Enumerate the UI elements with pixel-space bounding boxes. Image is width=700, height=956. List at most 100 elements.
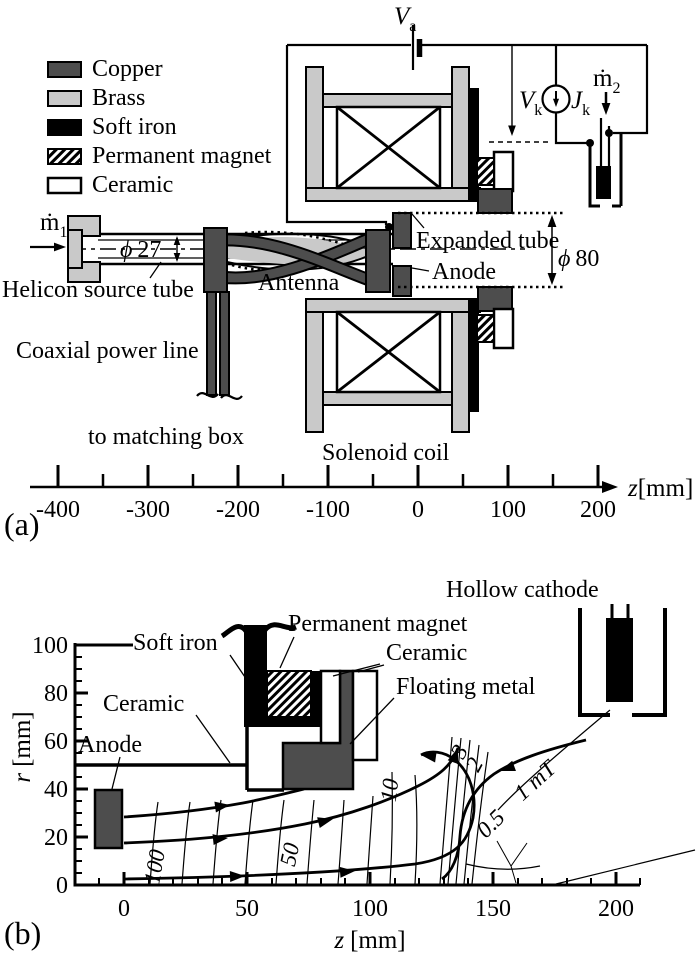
hollow-cathode-label: Hollow cathode [446, 577, 599, 603]
x-tick-label: 50 [235, 896, 259, 922]
panel-b-labels: Soft iron Permanent magnet Ceramic Float… [78, 611, 536, 790]
contour [337, 799, 345, 885]
legend-swatch-soft-iron [47, 119, 82, 136]
tube-leader [149, 261, 162, 279]
coax-conductor [219, 291, 230, 396]
anode-label: Anode [432, 259, 496, 285]
y-tick-label: 20 [44, 825, 68, 851]
tick-label: -300 [126, 497, 170, 523]
anode-plate-outline [75, 722, 284, 792]
permanent-magnet-label: Permanent magnet [288, 611, 468, 637]
axis-title: z[mm] [627, 475, 693, 502]
contour-label-50: 50 [275, 840, 304, 868]
copper-block [477, 188, 513, 214]
arrowhead [552, 98, 560, 107]
legend: Copper Brass Soft iron Permanent magnet … [46, 56, 272, 198]
copper-block [477, 286, 513, 312]
antenna-ring-right [365, 229, 391, 293]
contour [181, 801, 191, 885]
solenoid-top [305, 66, 515, 214]
field-arrowheads [212, 748, 516, 883]
soft-iron-break-flag [220, 622, 297, 639]
field-line-outer [123, 787, 305, 819]
arrowhead [339, 866, 355, 878]
contour [306, 799, 315, 885]
solenoid-bottom: Solenoid coil [305, 286, 515, 466]
minor-ticks [101, 474, 555, 487]
y-tick-label: 80 [44, 681, 68, 707]
panel-b-tag: (b) [4, 915, 41, 951]
tick-label: 100 [490, 497, 526, 523]
x-major-ticks [122, 872, 618, 885]
y-tick-label: 60 [44, 729, 68, 755]
x-tick-label: 150 [475, 896, 511, 922]
coaxial-power-line-label: Coaxial power line [16, 338, 199, 364]
yoke-bar [451, 66, 470, 201]
tick-label: 0 [412, 497, 424, 523]
ceramic-box-1 [319, 669, 342, 745]
cathode-enclosure [588, 132, 623, 208]
tick-label: -100 [306, 497, 350, 523]
arrowhead [317, 817, 333, 828]
end-cap-left [67, 229, 83, 269]
contour [471, 751, 489, 885]
x-axis-title: z[mm] [333, 927, 405, 954]
permanent-magnet-block [476, 314, 495, 343]
contour-label-10: 10 [376, 777, 404, 803]
to-matching-box-label: to matching box [88, 424, 244, 450]
panel-b: 100 50 10 3 2 1 mT 0.5 Hollow cathode So… [4, 577, 696, 954]
cathode-feed-lines [599, 118, 611, 166]
jk-label: Jk [571, 87, 590, 119]
arrowhead [173, 236, 181, 246]
tick-label: -400 [36, 497, 80, 523]
antenna-label: Antenna [258, 270, 340, 296]
panel-a: Copper Brass Soft iron Permanent magnet … [2, 3, 693, 542]
antenna-ring-left [203, 227, 228, 293]
legend-label-brass: Brass [92, 85, 145, 111]
yoke-plate [322, 93, 453, 108]
contour [414, 774, 418, 885]
arrowhead [500, 760, 516, 772]
solenoid-coil-label: Solenoid coil [322, 440, 450, 466]
anode-b-label: Anode [78, 732, 142, 758]
arrowhead [214, 801, 230, 813]
soft-iron-strip [468, 300, 479, 412]
tick-label: -200 [216, 497, 260, 523]
yoke-plate [305, 298, 481, 313]
legend-label-soft-iron: Soft iron [92, 114, 177, 140]
x-minor-ticks [98, 878, 641, 885]
y-tick-label: 0 [56, 873, 68, 899]
arrowhead [547, 272, 557, 285]
permanent-magnet-block [266, 670, 312, 718]
hollow-cathode-b: Hollow cathode [446, 577, 667, 717]
antenna: Antenna [203, 227, 391, 296]
arrowhead [54, 242, 66, 252]
soft-iron-base [244, 717, 321, 727]
contour-label-100: 100 [139, 847, 170, 886]
leader-lines [411, 213, 430, 272]
yoke-bar [305, 66, 324, 201]
x-tick-label: 200 [598, 896, 634, 922]
vk-jk-circuit: Vk Jk [489, 45, 594, 147]
y-major-ticks [75, 643, 88, 887]
panel-b-axes: 0 50 100 150 200 100 80 60 40 20 0 z[mm]… [9, 633, 641, 954]
yoke-plate [305, 187, 481, 202]
soft-iron-bar [244, 625, 267, 722]
hollow-cathode-a: ṁ2 [588, 65, 623, 208]
antenna-strap1 [219, 233, 373, 283]
leader-lines [111, 636, 395, 790]
contour [465, 863, 541, 870]
antenna-strap2 [219, 235, 374, 286]
anode-block [392, 265, 412, 297]
yoke-bar [451, 298, 470, 433]
y-axis-title: r[mm] [9, 711, 36, 782]
va-label: Va [394, 3, 416, 35]
cathode-feed-lines [610, 604, 630, 618]
coil-x [336, 105, 441, 190]
ceramic-block [492, 307, 515, 350]
contour [555, 849, 696, 885]
